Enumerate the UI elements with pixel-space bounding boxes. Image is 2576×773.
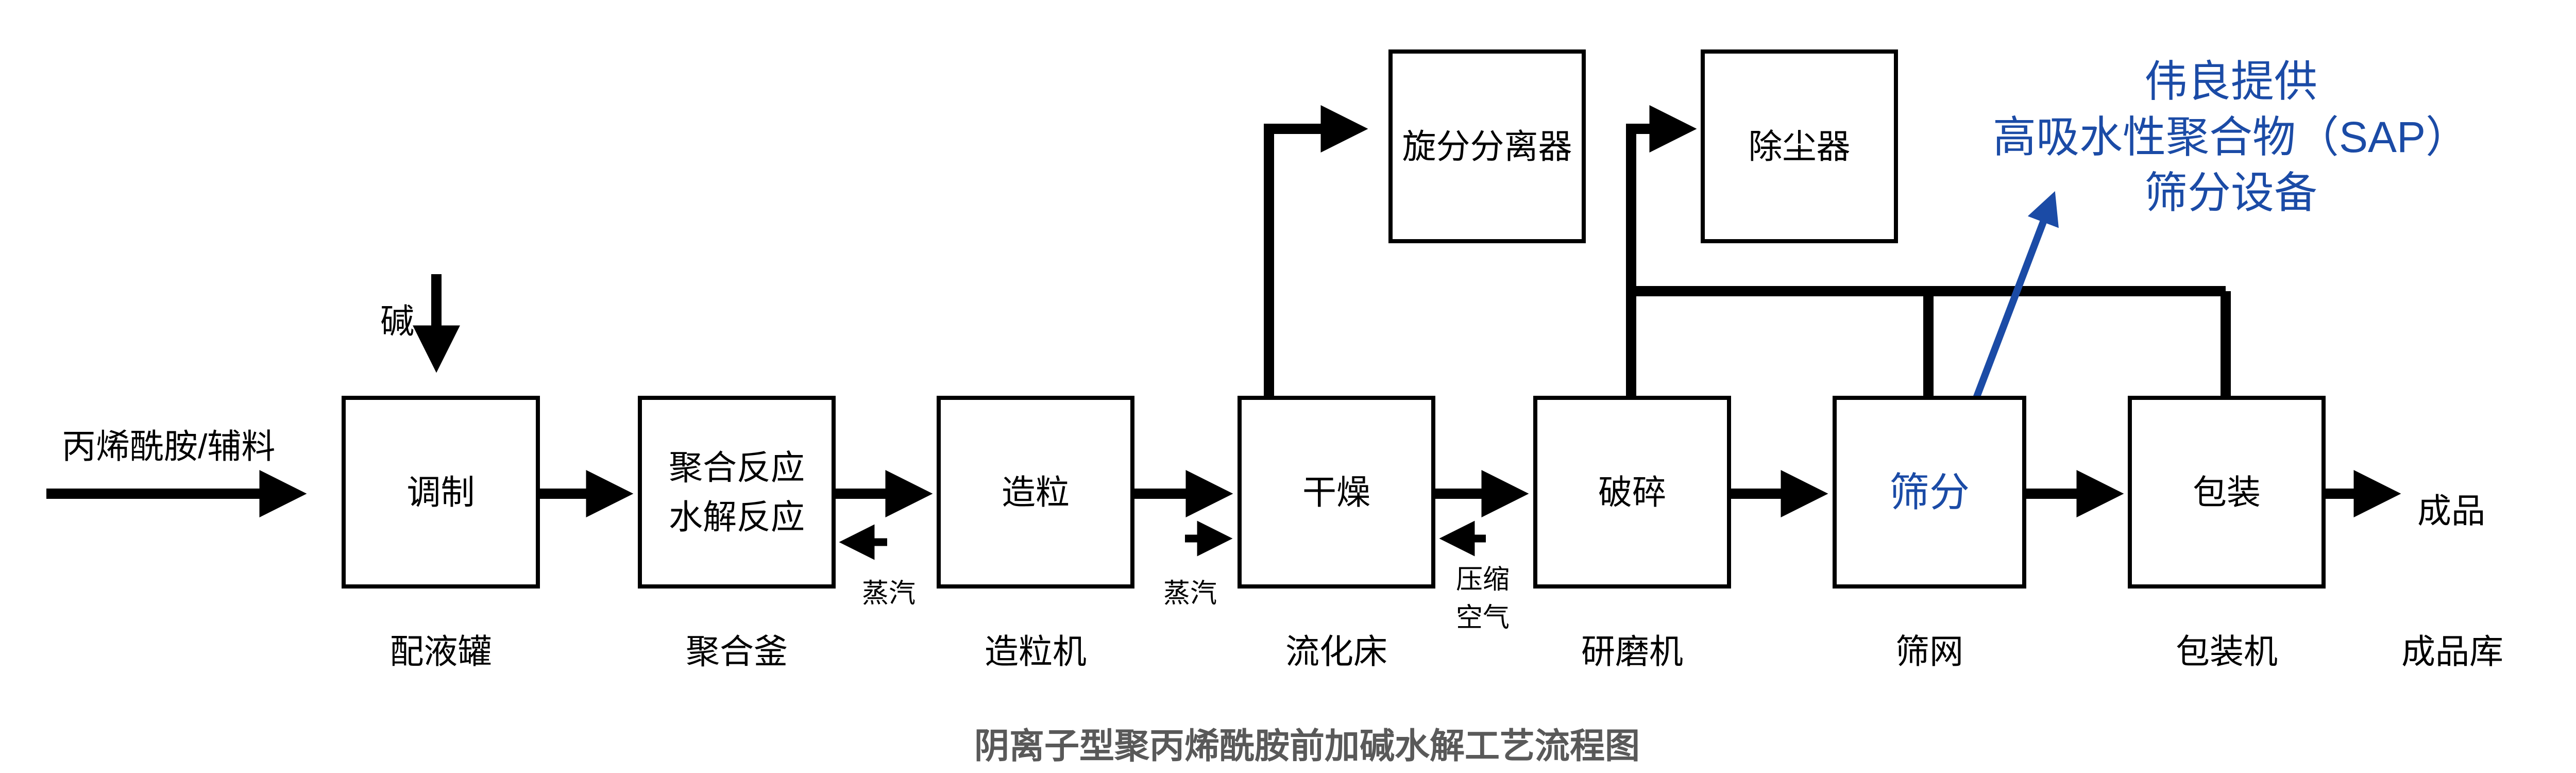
- compressed-air-line1: 压缩: [1455, 565, 1510, 595]
- equipment-label-granulator: 造粒机: [985, 632, 1087, 670]
- process-box-label: 包装: [2193, 473, 2261, 511]
- equipment-label-mixing-tank: 配液罐: [389, 632, 492, 670]
- process-box-label: 干燥: [1302, 473, 1370, 511]
- process-box-drying: 干燥: [1238, 396, 1435, 589]
- dust-collector-box: 除尘器: [1701, 49, 1898, 243]
- process-box-reaction: 聚合反应 水解反应: [638, 396, 836, 589]
- equipment-label-grinder: 研磨机: [1581, 632, 1683, 670]
- process-box-label: 造粒: [1002, 473, 1070, 511]
- steam-label-reactor: 蒸汽: [861, 579, 916, 609]
- duct-dryer-to-cyclone: [1264, 105, 1368, 396]
- vendor-annotation-line3: 筛分设备: [2144, 169, 2317, 217]
- process-box-label-line2: 水解反应: [669, 498, 805, 536]
- cyclone-separator-label: 旋分分离器: [1402, 127, 1572, 165]
- duct-crusher-to-dust-collector: [1626, 105, 1697, 396]
- feed-label: 丙烯酰胺/辅料: [62, 427, 276, 465]
- process-box-granulation: 造粒: [937, 396, 1134, 589]
- process-box-crushing: 破碎: [1533, 396, 1731, 589]
- equipment-label-product-warehouse: 成品库: [2401, 632, 2503, 670]
- process-box-screening: 筛分: [1833, 396, 2026, 589]
- vendor-annotation: 伟良提供 高吸水性聚合物（SAP） 筛分设备: [1870, 54, 2576, 221]
- equipment-label-packing-machine: 包装机: [2176, 632, 2278, 670]
- process-box-packing: 包装: [2128, 396, 2326, 589]
- process-box-mixing: 调制: [342, 396, 540, 589]
- equipment-label-polymerizer: 聚合釜: [686, 632, 788, 670]
- compressed-air-label: 压缩 空气: [1447, 561, 1519, 637]
- cyclone-separator-box: 旋分分离器: [1388, 49, 1586, 243]
- equipment-label-fluidized-bed: 流化床: [1285, 632, 1387, 670]
- diagram-title: 阴离子型聚丙烯酰胺前加碱水解工艺流程图: [974, 727, 1640, 766]
- vendor-annotation-line2: 高吸水性聚合物（SAP）: [1992, 113, 2469, 161]
- process-box-label: 聚合反应: [669, 448, 805, 486]
- product-label: 成品: [2417, 492, 2485, 530]
- process-box-label: 破碎: [1598, 473, 1666, 511]
- process-box-label: 调制: [406, 473, 475, 511]
- compressed-air-line2: 空气: [1455, 603, 1510, 633]
- equipment-label-screen-mesh: 筛网: [1895, 632, 1963, 670]
- vendor-annotation-line1: 伟良提供: [2144, 57, 2317, 106]
- dust-collector-label: 除尘器: [1748, 127, 1851, 165]
- process-box-label: 筛分: [1889, 469, 1970, 515]
- alkali-label: 碱: [380, 302, 414, 340]
- steam-label-dryer: 蒸汽: [1163, 579, 1217, 609]
